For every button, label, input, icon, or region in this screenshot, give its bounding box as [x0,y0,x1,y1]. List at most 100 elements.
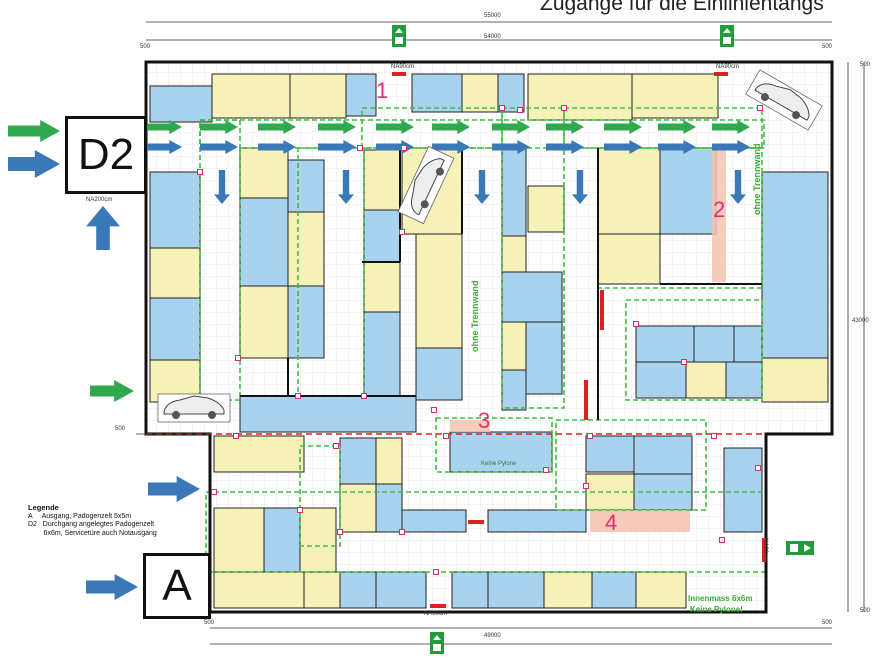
door [762,538,766,562]
post-marker [333,443,339,449]
post-marker [233,433,239,439]
post-marker [499,105,505,111]
aisle-arrow-green-icon [200,120,238,134]
post-marker [757,105,763,111]
legend-line-d2: D2 Durchgang angelegtes Padogenzelt [28,521,155,528]
booth [415,233,463,349]
booth [211,73,291,119]
booth [149,247,201,299]
dim-right-offset: 500 [822,44,833,50]
booth [633,435,693,475]
down-arrow-blue-icon [474,170,490,204]
door-label-bottom: NA90cm [424,611,448,617]
booth [411,73,463,113]
dim-right-side: 43000 [852,318,869,324]
post-marker [295,393,301,399]
post-marker [681,359,687,365]
booth [363,209,401,263]
aisle-arrow-blue-icon [200,140,238,154]
booth [363,149,401,211]
aisle-arrow-blue-icon [432,140,470,154]
aisle-arrow-green-icon [432,120,470,134]
booth [597,233,661,285]
route-outline [555,419,707,511]
down-arrow-blue-icon [338,170,354,204]
booth [287,285,325,359]
exit-sign-top-left-arrow-icon [395,28,403,33]
tent-a: A [143,553,211,619]
booth [761,357,829,403]
post-marker [297,507,303,513]
booth [375,571,427,609]
pink-zone-4 [590,510,690,532]
booth [527,73,633,121]
booth [363,261,401,313]
booth [345,73,377,117]
legend: Legende A Ausgang, Padogenzelt 5x5m D2 D… [28,503,157,538]
booth [543,571,593,609]
post-marker [235,355,241,361]
dim-right-top: 500 [860,62,871,68]
dim-right-bottom: 500 [860,608,871,614]
booth [239,285,289,359]
legend-line-d2-note: 6x6m, Servicetüre auch Notausgang [28,529,157,537]
booth [415,347,463,401]
door [468,520,484,524]
door-label-top-left: NA90cm [391,64,415,70]
door-label-right: NA90cm [762,538,768,562]
aisle-arrow-green-icon [318,120,356,134]
route-outline [625,299,763,401]
marker-3: 3 [478,408,491,433]
marker-4: 4 [605,510,618,535]
post-marker [401,145,407,151]
post-marker [443,433,449,439]
wall-label-mid: ohne Trennwand [470,280,480,352]
exit-sign-top-right-person-icon [723,37,731,44]
exit-sign-bottom-person-icon [433,644,441,651]
aisle-arrow-green-icon [712,120,750,134]
post-marker [197,169,203,175]
aisle-arrow-green-icon [492,120,530,134]
post-marker [337,529,343,535]
dim-top-outer: 55000 [484,13,501,19]
aisle-arrow-green-icon [144,120,182,134]
aisle-arrow-green-icon [376,120,414,134]
down-arrow-blue-icon [214,170,230,204]
booth [239,197,289,287]
entry-arrow-blue-icon [8,150,60,178]
car-icon-middle [397,145,455,225]
booth [339,571,377,609]
booth [287,159,325,213]
up-arrow-blue-icon [86,206,120,250]
post-marker [399,229,405,235]
post-marker [543,467,549,473]
exit-sign-right-arrow-icon [804,544,811,552]
booth [289,73,347,119]
marker-2: 2 [713,197,726,222]
route-outline [435,417,553,473]
booth [213,435,305,473]
post-marker [583,483,589,489]
tent-d2: D2 [65,116,147,194]
aisle-arrow-green-icon [604,120,642,134]
aisle-arrow-green-icon [258,120,296,134]
booth [635,361,687,399]
booth [635,571,687,609]
door [714,72,728,76]
aisle-arrow-green-icon [546,120,584,134]
booth [501,235,527,273]
exit-sign-bottom-arrow-icon [433,635,441,640]
booth [693,325,735,363]
dim-bottom-left: 500 [204,620,215,626]
down-arrow-blue-icon [572,170,588,204]
pink-zone-3 [450,420,490,432]
booth [525,321,563,395]
aisle-arrow-blue-icon [712,140,750,154]
aisle-arrow-blue-icon [546,140,584,154]
aisle-arrow-blue-icon [658,140,696,154]
legend-heading: Legende [28,503,59,512]
booth [401,509,467,533]
door [392,72,406,76]
